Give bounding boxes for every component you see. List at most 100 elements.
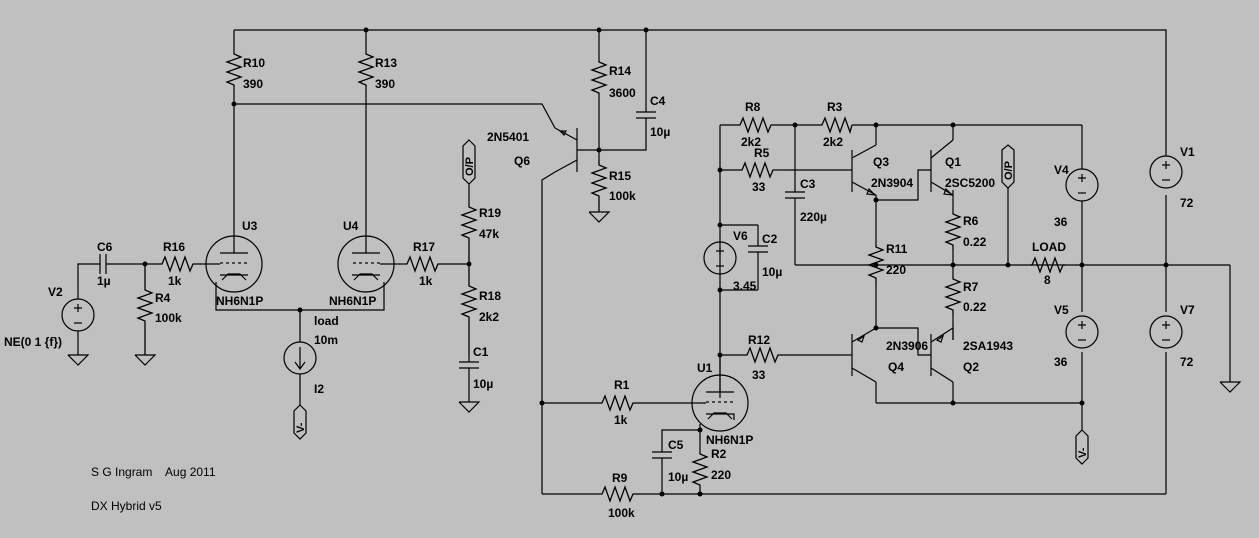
capacitor-c6[interactable]: C6 1µ xyxy=(77,240,113,288)
r8-name: R8 xyxy=(745,100,761,114)
capacitor-c4[interactable]: C4 10µ xyxy=(599,94,670,151)
r19-name: R19 xyxy=(479,206,501,220)
load-value: 8 xyxy=(1044,273,1051,287)
r7-name: R7 xyxy=(963,280,979,294)
r16-name: R16 xyxy=(163,240,185,254)
r18-value: 2k2 xyxy=(479,310,499,324)
voltage-source-v7[interactable]: V7 72 xyxy=(1149,303,1195,369)
q1-model: 2SC5200 xyxy=(945,176,995,190)
resistor-r3[interactable]: R3 2k2 xyxy=(820,100,853,149)
capacitor-c1[interactable]: C1 10µ xyxy=(458,345,493,413)
u3-name: U3 xyxy=(242,219,258,233)
r7-value: 0.22 xyxy=(963,300,987,314)
r6-value: 0.22 xyxy=(963,235,987,249)
v2-value: NE(0 1 {f}) xyxy=(4,335,62,349)
resistor-r19[interactable]: R19 47k xyxy=(460,205,501,264)
r15-name: R15 xyxy=(609,169,631,183)
resistor-r1[interactable]: R1 1k xyxy=(539,378,693,427)
resistor-r10[interactable]: R10 390 xyxy=(225,52,265,91)
r12-value: 33 xyxy=(752,368,766,382)
v4-name: V4 xyxy=(1054,163,1069,177)
driver-wires xyxy=(717,122,1231,494)
c6-value: 1µ xyxy=(97,274,111,288)
u3-model: NH6N1P xyxy=(216,294,263,308)
voltage-source-v2[interactable]: V2 NE(0 1 {f}) xyxy=(4,285,95,366)
transistor-q4[interactable]: 2N3906 Q4 xyxy=(845,327,931,403)
r17-name: R17 xyxy=(413,240,435,254)
resistor-r2[interactable]: R2 220 xyxy=(691,424,731,494)
voltage-source-v4[interactable]: V4 36 xyxy=(1054,158,1099,229)
current-source-i2[interactable]: load 10m I2 xyxy=(283,310,339,405)
r4-value: 100k xyxy=(155,311,182,325)
r14-name: R14 xyxy=(609,64,631,78)
r13-value: 390 xyxy=(375,77,395,91)
v1-name: V1 xyxy=(1180,145,1195,159)
resistor-r5[interactable]: R5 33 xyxy=(740,146,774,194)
resistor-r12[interactable]: R12 33 xyxy=(745,333,779,382)
resistor-r15[interactable]: R15 100k xyxy=(588,150,636,223)
c2-name: C2 xyxy=(762,232,778,246)
r15-value: 100k xyxy=(609,189,636,203)
voltage-source-v5[interactable]: V5 36 xyxy=(1054,303,1099,369)
vneg-flag-i2-text: V- xyxy=(295,422,307,433)
resistor-r8[interactable]: R8 2k2 xyxy=(738,100,772,149)
i2-value-line2: 10m xyxy=(314,333,338,347)
v7-name: V7 xyxy=(1180,303,1195,317)
resistor-r17[interactable]: R17 1k xyxy=(394,240,469,288)
r16-value: 1k xyxy=(168,274,182,288)
author-note: S G Ingram Aug 2011 xyxy=(91,465,216,479)
vneg-flag-i2: V- xyxy=(293,404,307,440)
u1-model: NH6N1P xyxy=(706,433,753,447)
c6-name: C6 xyxy=(97,240,113,254)
r1-value: 1k xyxy=(614,413,628,427)
transistor-q1[interactable]: Q1 2SC5200 xyxy=(930,139,995,196)
resistor-r4[interactable]: R4 100k xyxy=(134,264,182,366)
load-name: LOAD xyxy=(1032,240,1066,254)
resistor-r18[interactable]: R18 2k2 xyxy=(460,264,501,355)
voltage-source-v6[interactable]: V6 3.45 xyxy=(703,229,757,293)
u4-model: NH6N1P xyxy=(329,294,376,308)
resistor-r14[interactable]: R14 3600 xyxy=(590,60,636,100)
c1-value: 10µ xyxy=(473,377,493,391)
c4-name: C4 xyxy=(650,94,666,108)
r11-name: R11 xyxy=(886,242,908,256)
capacitor-c5[interactable]: C5 10µ xyxy=(652,429,700,494)
r4-name: R4 xyxy=(155,291,171,305)
resistor-r11[interactable]: R11 220 xyxy=(867,242,908,285)
resistor-r13[interactable]: R13 390 xyxy=(357,52,397,91)
capacitor-c3[interactable]: C3 220µ xyxy=(785,177,827,224)
q6-name: Q6 xyxy=(514,154,530,168)
r9-value: 100k xyxy=(608,506,635,520)
r14-value: 3600 xyxy=(609,86,636,100)
transistor-q6[interactable]: 2N5401 Q6 xyxy=(487,95,600,494)
transistor-q2[interactable]: 2SA1943 Q2 xyxy=(930,327,1013,403)
v2-name: V2 xyxy=(48,285,63,299)
capacitor-c2[interactable]: C2 10µ xyxy=(748,232,782,279)
q6-model: 2N5401 xyxy=(487,130,529,144)
c1-name: C1 xyxy=(473,345,489,359)
q3-name: Q3 xyxy=(873,155,889,169)
q4-name: Q4 xyxy=(888,360,904,374)
u4-name: U4 xyxy=(343,219,359,233)
r9-name: R9 xyxy=(612,471,628,485)
r2-name: R2 xyxy=(711,447,727,461)
q2-model: 2SA1943 xyxy=(963,339,1013,353)
voltage-source-v1[interactable]: V1 72 xyxy=(1149,145,1195,210)
resistor-load[interactable]: LOAD 8 xyxy=(1030,240,1066,287)
resistor-r7[interactable]: R7 0.22 xyxy=(944,277,987,315)
r2-value: 220 xyxy=(711,468,731,482)
r11-value: 220 xyxy=(886,263,906,277)
resistor-r6[interactable]: R6 0.22 xyxy=(944,212,987,250)
v4-value: 36 xyxy=(1054,215,1068,229)
triode-u1[interactable]: U1 NH6N1P xyxy=(691,361,753,447)
resistor-r16[interactable]: R16 1k xyxy=(109,240,206,288)
transistor-q3[interactable]: Q3 2N3904 xyxy=(790,144,931,201)
c2-value: 10µ xyxy=(762,265,782,279)
resistor-r9[interactable]: R9 100k xyxy=(542,471,1166,520)
r5-value: 33 xyxy=(752,180,766,194)
i2-name: I2 xyxy=(314,382,324,396)
r5-name: R5 xyxy=(754,146,770,160)
i2-value-line1: load xyxy=(314,314,339,328)
r17-value: 1k xyxy=(419,274,433,288)
